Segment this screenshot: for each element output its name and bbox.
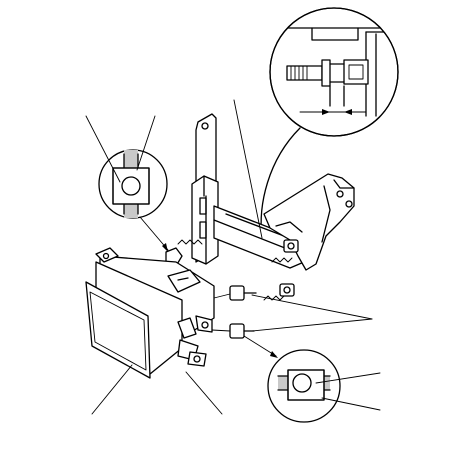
bracket-nut-upper bbox=[283, 239, 299, 253]
lower-right-detail-leaders bbox=[315, 372, 381, 411]
mounting-bolt-upper bbox=[213, 285, 257, 301]
bracket-nut-lower bbox=[279, 283, 295, 297]
dimension-arrow bbox=[299, 109, 367, 115]
left-detail-leaders bbox=[85, 115, 156, 183]
nut-callout-leader bbox=[233, 99, 263, 239]
mounting-bolt-lower bbox=[211, 323, 255, 339]
top-detail-circle bbox=[269, 7, 399, 137]
light-unit bbox=[85, 247, 215, 379]
left-detail-circle bbox=[98, 149, 168, 219]
lower-right-detail-circle bbox=[267, 349, 341, 423]
unit-callout-leaders bbox=[91, 364, 223, 415]
mounting-bracket bbox=[165, 113, 355, 301]
bolt-callout-leaders bbox=[251, 294, 373, 332]
